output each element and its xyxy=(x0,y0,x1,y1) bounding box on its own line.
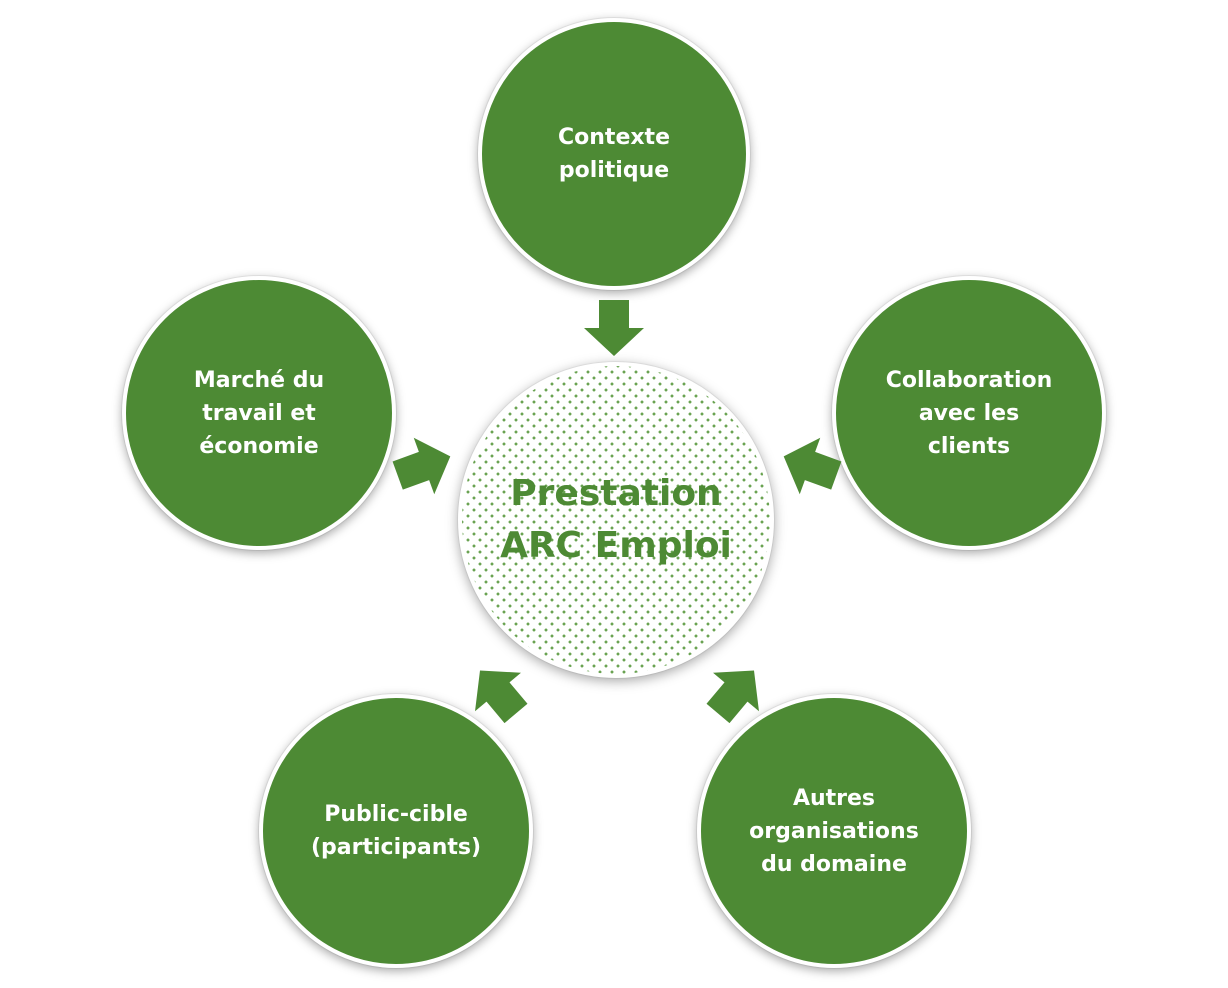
arrow-right-icon xyxy=(783,437,842,495)
node-label-autres-organisations: Autres organisations du domaine xyxy=(749,785,919,877)
node-label-collaboration-clients: Collaboration avec les clients xyxy=(885,367,1053,459)
node-marche-travail: Marché du travail et économie xyxy=(122,276,396,550)
node-autres-organisations: Autres organisations du domaine xyxy=(697,694,971,968)
arrow-left-icon xyxy=(392,437,451,495)
arrow-bottom-right-icon xyxy=(706,670,759,724)
node-collaboration-clients: Collaboration avec les clients xyxy=(832,276,1106,550)
node-label-marche-travail: Marché du travail et économie xyxy=(193,367,325,459)
arrow-bottom-left-icon xyxy=(475,670,528,724)
node-contexte-politique: Contexte politique xyxy=(478,18,750,290)
node-public-cible: Public-cible (participants) xyxy=(259,694,533,968)
node-label-contexte-politique: Contexte politique xyxy=(558,125,670,183)
center-node: Prestation ARC Emploi xyxy=(458,362,774,678)
node-label-public-cible: Public-cible (participants) xyxy=(310,802,482,860)
center-node-label: Prestation ARC Emploi xyxy=(500,473,732,566)
arrow-top-icon xyxy=(584,300,644,356)
